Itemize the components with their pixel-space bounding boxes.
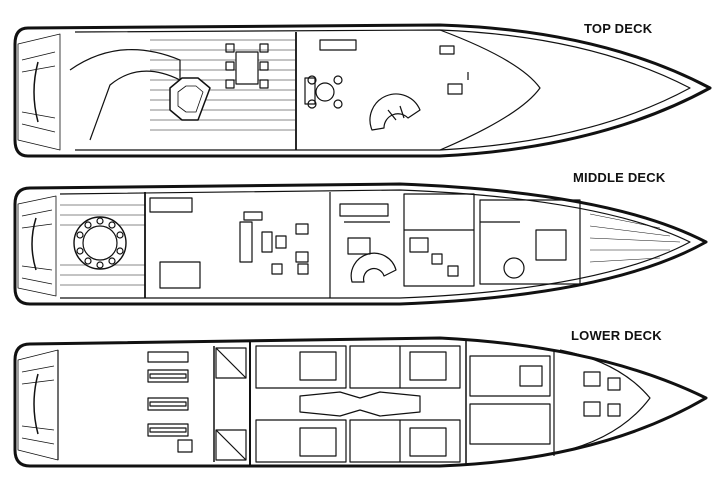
lower-deck-corridor — [299, 391, 421, 417]
middle-deck-stern-platform — [17, 195, 57, 297]
top-deck-jacuzzi — [169, 77, 211, 121]
middle-deck-plan — [13, 182, 708, 306]
top-deck-inner-edge — [74, 29, 691, 151]
top-deck-dining-table — [225, 43, 269, 89]
lower-deck-stern-platform — [17, 349, 59, 461]
middle-deck-saloon — [239, 211, 309, 275]
lower-deck-label: LOWER DECK — [571, 328, 662, 343]
lower-deck-guest-cabins — [255, 345, 461, 463]
top-deck-teak-planks — [150, 39, 295, 131]
lower-deck-hull — [13, 336, 708, 468]
top-deck-stern-platform — [17, 33, 61, 151]
top-deck-stair-sweep — [69, 49, 181, 141]
middle-deck-round-dining — [73, 216, 127, 270]
middle-deck-hull — [13, 182, 708, 306]
top-deck-lounge — [304, 39, 357, 109]
lower-deck-crew-quarters — [469, 350, 621, 456]
top-deck-spiral-stair — [369, 93, 421, 131]
lower-deck-plan — [13, 336, 708, 468]
top-deck-plan — [13, 23, 712, 158]
middle-deck-dining — [339, 203, 390, 255]
top-deck-wheelhouse — [439, 29, 541, 151]
lower-deck-engine-room — [147, 351, 193, 453]
lower-deck-bow-bulkhead — [559, 349, 651, 453]
middle-deck-galley — [403, 193, 475, 287]
middle-deck-spiral-stair — [350, 252, 397, 283]
top-deck-hull — [13, 23, 712, 158]
middle-deck-inner-edge — [59, 189, 691, 299]
middle-deck-owner-stateroom — [479, 199, 581, 285]
top-deck-label: TOP DECK — [584, 21, 653, 36]
middle-deck-teak-planks — [60, 204, 145, 286]
middle-deck-label: MIDDLE DECK — [573, 170, 666, 185]
middle-deck-bow-planks — [589, 213, 681, 263]
